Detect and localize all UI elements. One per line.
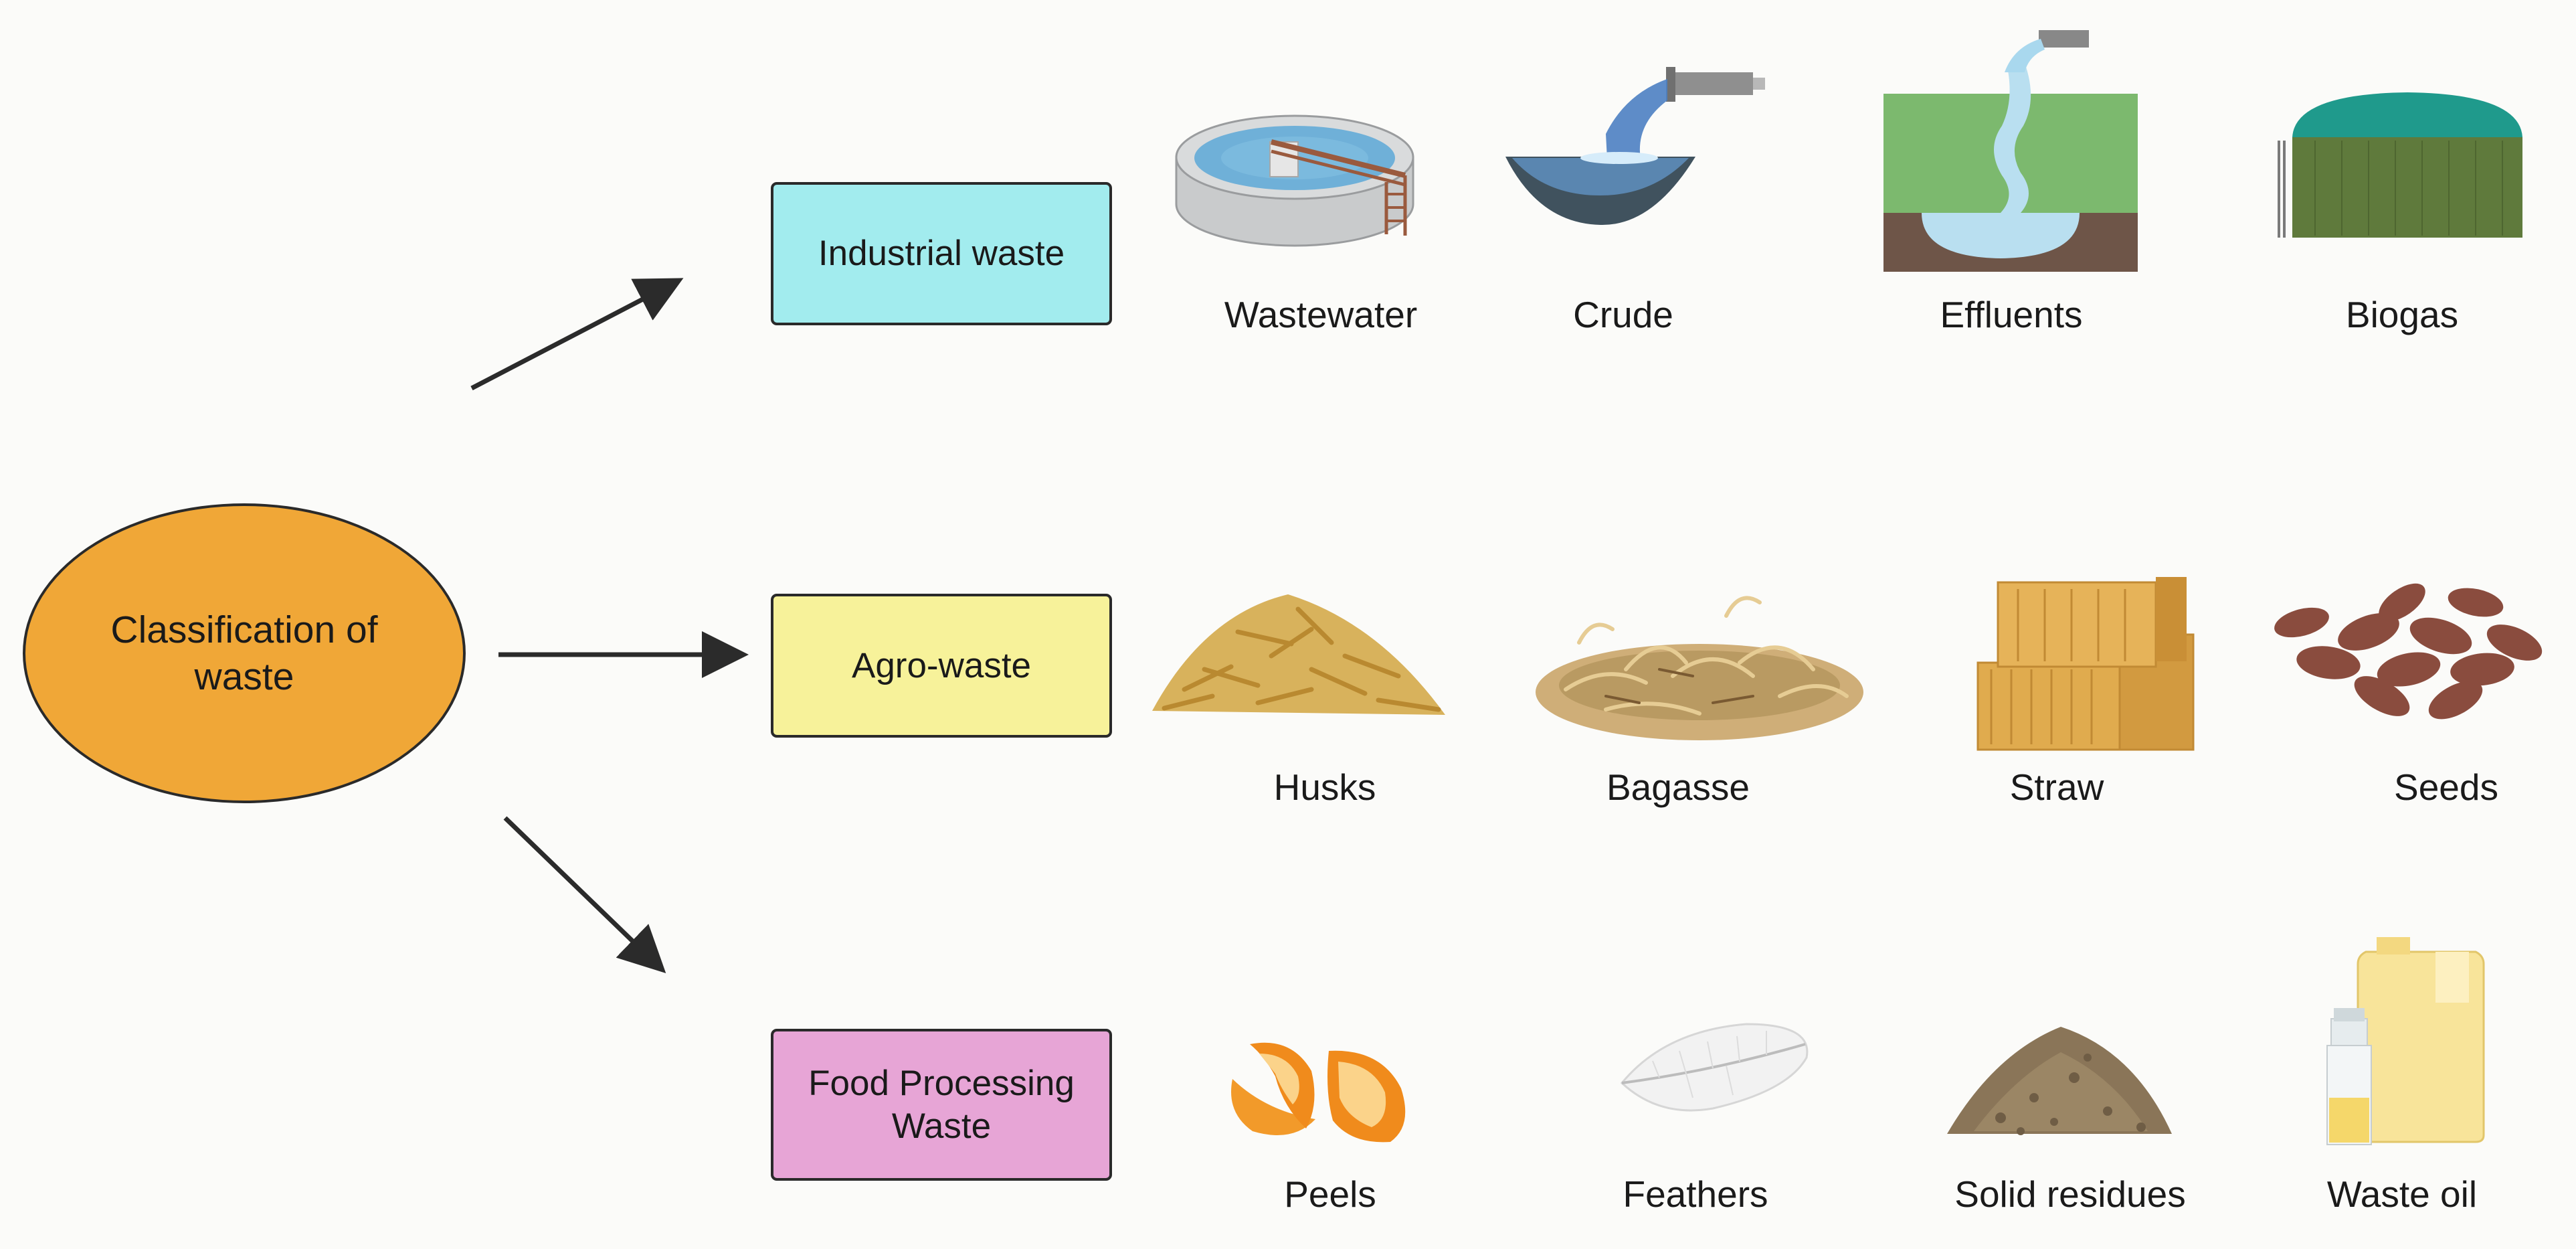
arrow-to-food-processing-waste <box>503 816 666 974</box>
crude-pipe-basin-icon <box>1505 67 1765 226</box>
seeds-pile-icon <box>2274 583 2543 720</box>
husks-pile-icon <box>1152 594 1445 715</box>
item-label-feathers: Feathers <box>1623 1173 1768 1215</box>
straw-bales-icon <box>1976 577 2195 751</box>
orange-peels-icon <box>1231 1042 1406 1143</box>
item-label-peels: Peels <box>1284 1173 1376 1215</box>
item-label-straw: Straw <box>2009 766 2104 808</box>
item-label-solid-residues: Solid residues <box>1954 1173 2186 1215</box>
category-food-processing-waste: Food Processing Waste <box>771 1029 1112 1181</box>
item-label-wastewater: Wastewater <box>1224 294 1418 335</box>
solid-residue-pile-icon <box>1947 1027 2172 1135</box>
classification-of-waste-node: Classification of waste <box>23 503 466 803</box>
category-label: Food Processing Waste <box>808 1063 1075 1146</box>
feather-icon <box>1620 1023 1809 1112</box>
biogas-digester-icon <box>2278 92 2522 238</box>
arrow-to-industrial-waste <box>470 278 684 391</box>
bagasse-pile-icon <box>1536 596 1863 740</box>
item-label-effluents: Effluents <box>1940 294 2083 335</box>
waste-oil-jug-icon <box>2326 937 2485 1145</box>
category-label: Agro-waste <box>851 645 1032 685</box>
category-industrial-waste: Industrial waste <box>771 182 1112 325</box>
item-label-seeds: Seeds <box>2394 766 2498 808</box>
wastewater-treatment-tank-icon <box>1175 114 1414 247</box>
item-label-crude: Crude <box>1573 294 1673 335</box>
classification-of-waste-label: Classification of waste <box>110 608 378 698</box>
effluent-stream-icon <box>1883 30 2138 272</box>
category-agro-waste: Agro-waste <box>771 594 1112 738</box>
item-label-bagasse: Bagasse <box>1606 766 1750 808</box>
category-label: Industrial waste <box>818 234 1065 273</box>
item-label-waste-oil: Waste oil <box>2326 1173 2478 1215</box>
item-label-biogas: Biogas <box>2345 294 2459 335</box>
item-label-husks: Husks <box>1273 766 1376 808</box>
